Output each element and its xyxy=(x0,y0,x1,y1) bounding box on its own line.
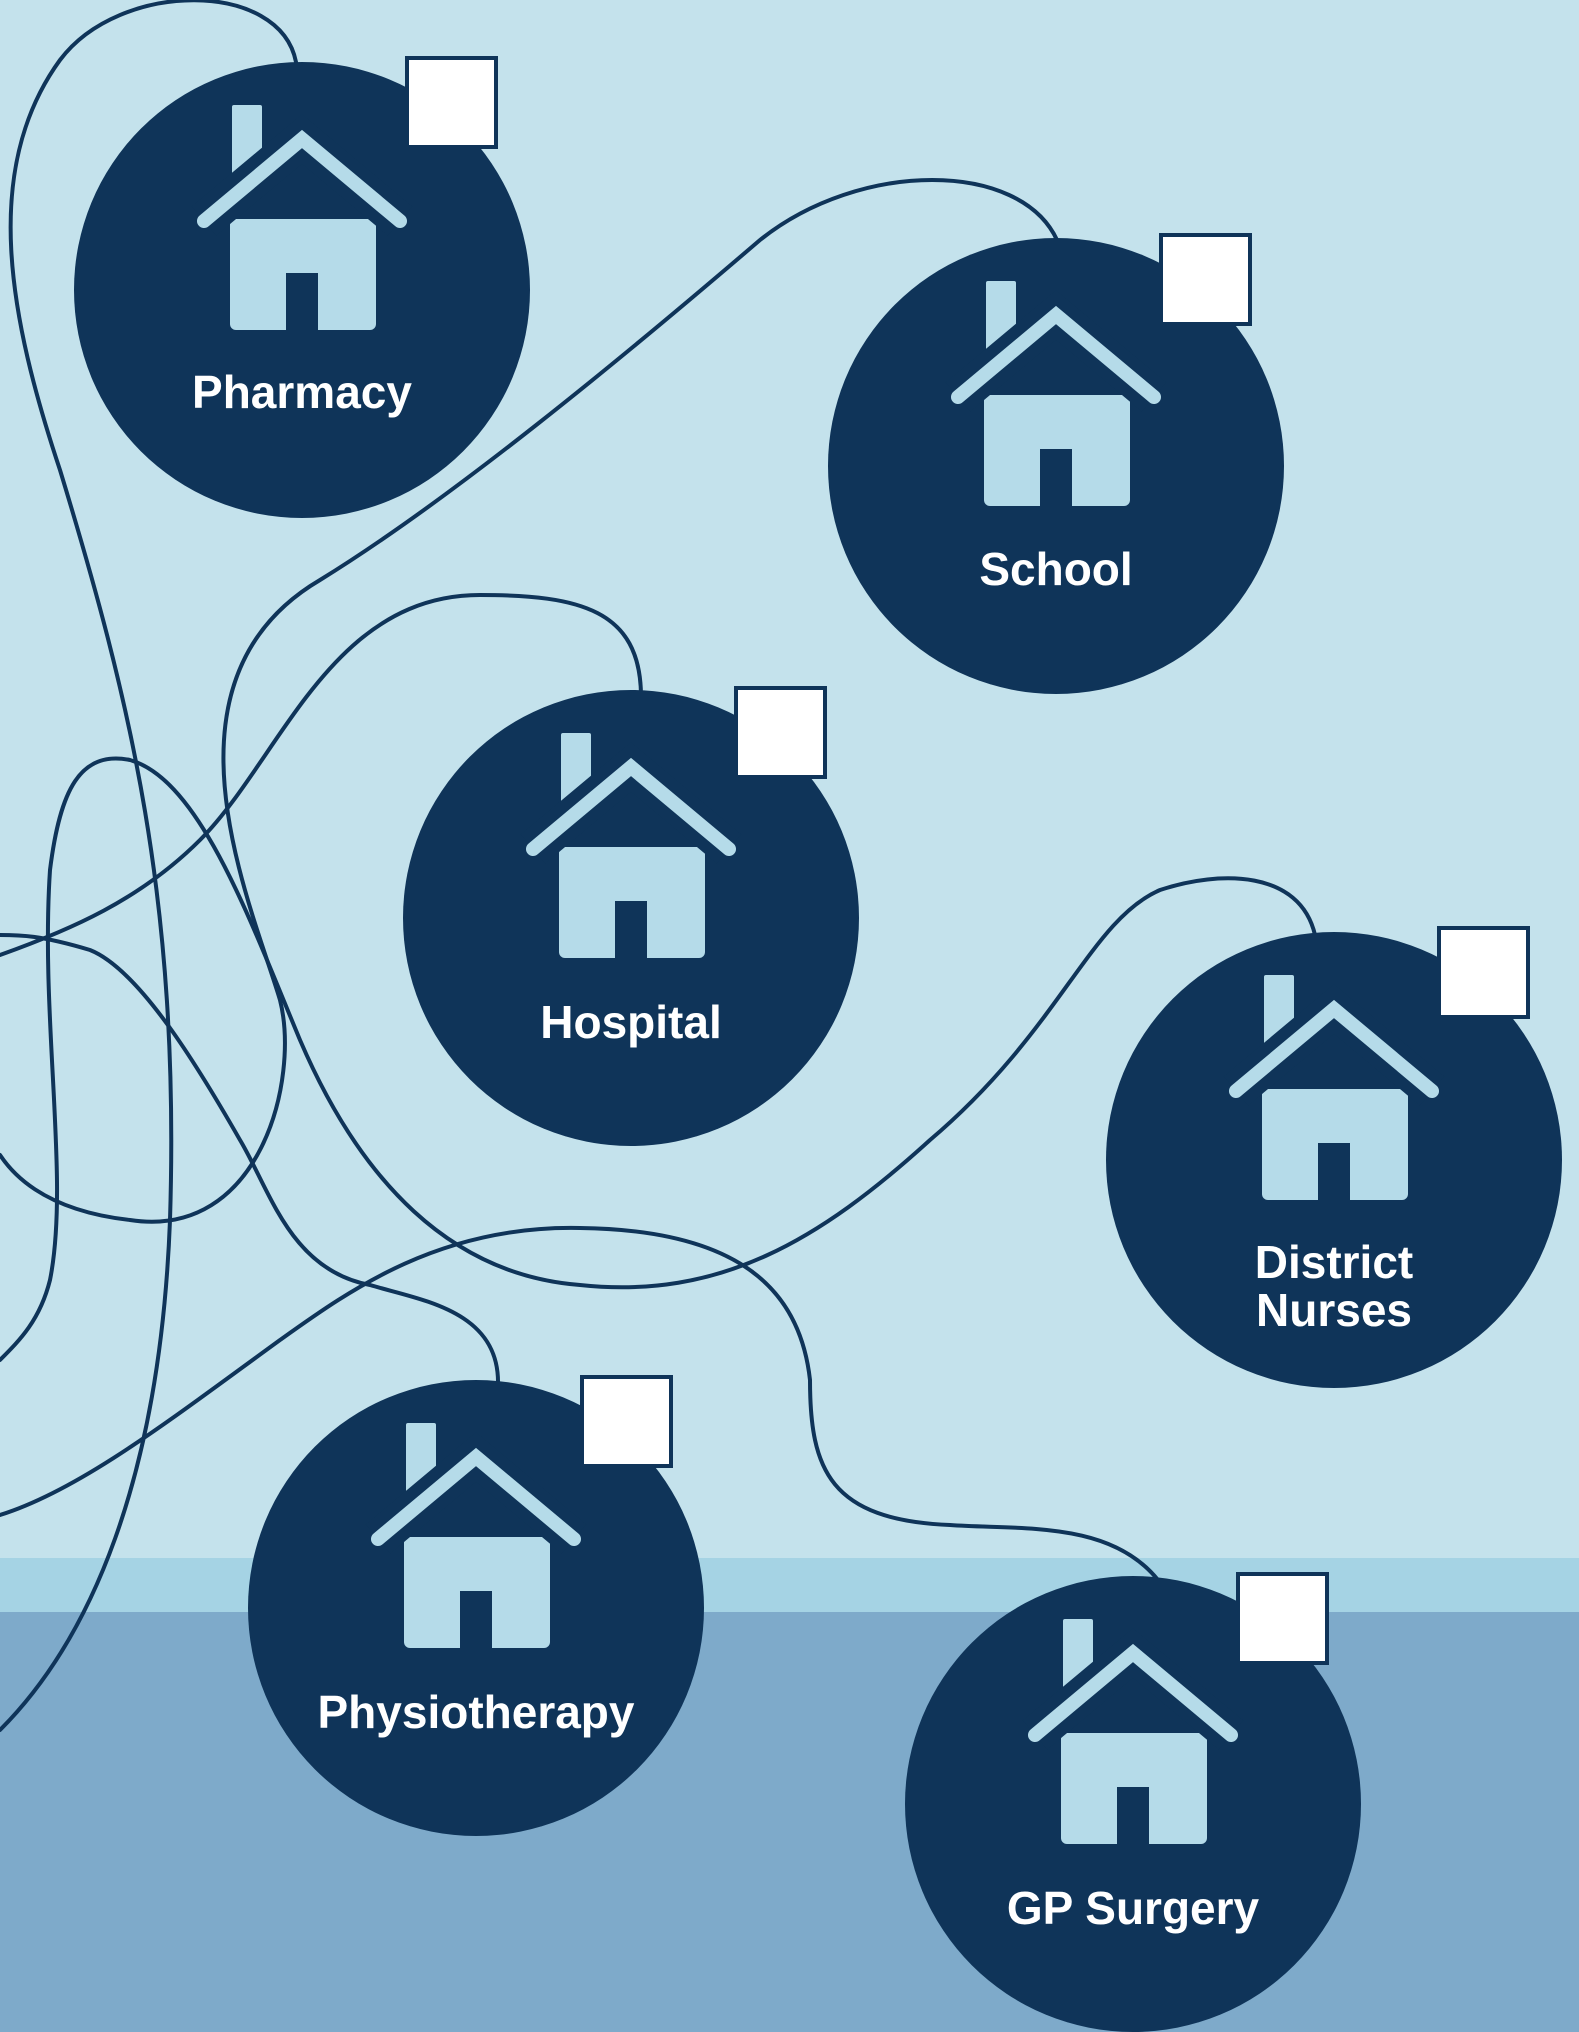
hospital-connector-line xyxy=(0,592,643,957)
school-label: School xyxy=(979,543,1133,595)
node-gp-surgery xyxy=(905,1572,1361,2032)
district-nurses-label-line-1: District xyxy=(1254,1236,1414,1288)
school-connector-line xyxy=(0,178,1059,1224)
district-nurses-label: District Nurses xyxy=(1144,1238,1524,1334)
gp-surgery-connector-line xyxy=(0,1225,1160,1582)
gp-surgery-label: GP Surgery xyxy=(1006,1882,1260,1934)
node-school xyxy=(828,233,1284,694)
physiotherapy-checkbox[interactable] xyxy=(580,1375,673,1468)
node-physiotherapy xyxy=(248,1375,704,1836)
district-nurses-connector-line xyxy=(0,756,1317,1362)
node-hospital xyxy=(403,686,859,1146)
hospital-checkbox[interactable] xyxy=(734,686,827,779)
district-nurses-checkbox[interactable] xyxy=(1437,926,1530,1019)
pharmacy-checkbox[interactable] xyxy=(405,56,498,149)
district-nurses-label-line-2: Nurses xyxy=(1256,1284,1412,1336)
school-checkbox[interactable] xyxy=(1159,233,1252,326)
floor-band xyxy=(0,1558,1579,1612)
node-district-nurses xyxy=(1106,926,1562,1388)
gp-surgery-checkbox[interactable] xyxy=(1236,1572,1329,1665)
node-pharmacy xyxy=(74,56,530,518)
connecting-lines xyxy=(0,0,1317,1732)
pharmacy-label: Pharmacy xyxy=(192,366,412,418)
pharmacy-connector-line xyxy=(0,0,298,1732)
hospital-label: Hospital xyxy=(540,996,722,1048)
physiotherapy-connector-line xyxy=(0,933,501,1387)
physiotherapy-label: Physiotherapy xyxy=(317,1686,635,1738)
